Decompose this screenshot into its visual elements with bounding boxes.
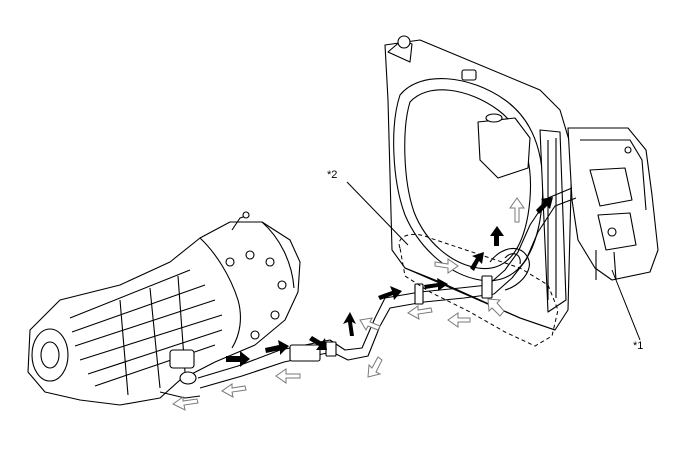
callout-label-1: *1	[633, 340, 644, 352]
radiator-assembly	[384, 35, 573, 331]
flow-arrows-return	[172, 197, 525, 411]
callout-label-2: *2	[327, 169, 338, 181]
oil-cooler-bracket	[567, 127, 659, 281]
callout-2-dashed-region	[398, 233, 559, 347]
transmission-assembly	[27, 211, 301, 406]
flow-arrows-outbound	[226, 197, 553, 367]
leader-line-2	[346, 181, 409, 246]
cooler-pipes	[197, 187, 577, 389]
leader-line-1	[611, 269, 641, 341]
